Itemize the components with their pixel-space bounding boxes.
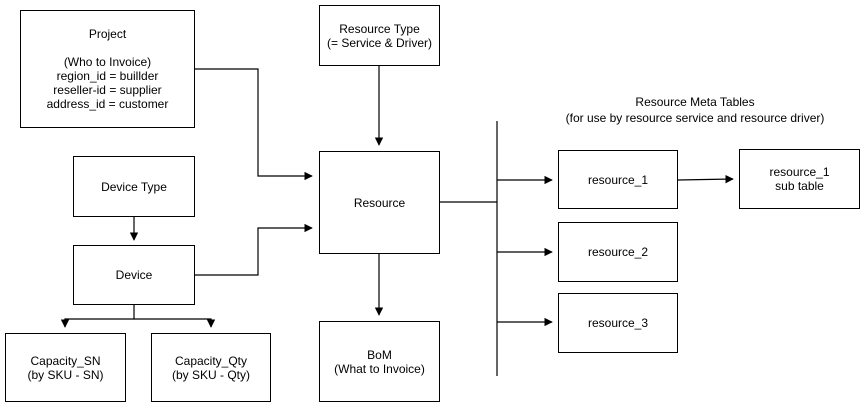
resource-1-box-label: resource_1 [587,172,649,187]
resource-1-sub-table-box-subtitle: sub table [775,179,824,193]
project-box-label: Project [88,27,127,41]
capacity-sn-box[interactable]: Capacity_SN (by SKU - SN) [5,333,126,402]
resource-2-box-label: resource_2 [587,245,649,259]
meta-tables-subtitle: (for use by resource service and resourc… [565,111,825,125]
resource-1-sub-table-box[interactable]: resource_1 sub table [739,149,860,209]
edge-device-to-resource [195,223,313,276]
edge-device-to-capacity-qty [134,318,216,328]
device-box[interactable]: Device [73,245,195,305]
resource-2-box[interactable]: resource_2 [558,222,678,282]
capacity-qty-box-label: Capacity_Qty [174,353,248,368]
resource-1-sub-table-box-label: resource_1 [769,165,830,179]
edge-device-to-capacity-sn [60,305,135,328]
resource-type-box-label: Resource Type [339,21,420,36]
edge-resource-1-to-sub-table [677,174,734,184]
project-box-reseller-line: reseller-id = supplier [53,83,162,97]
capacity-sn-box-subtitle: (by SKU - SN) [27,367,104,382]
meta-tables-title: Resource Meta Tables [635,95,755,109]
project-box[interactable]: Project (Who to Invoice) region_id = bui… [20,10,195,128]
project-box-subtitle: (Who to Invoice) [63,55,152,69]
bom-box-subtitle: (What to Invoice) [334,361,425,376]
edge-project-to-resource [195,68,313,181]
device-type-box[interactable]: Device Type [73,156,195,217]
project-box-address-line: address_id = customer [46,97,169,111]
bom-box[interactable]: BoM (What to Invoice) [319,321,440,402]
resource-type-box[interactable]: Resource Type (= Service & Driver) [319,5,440,66]
resource-3-box[interactable]: resource_3 [558,293,678,353]
resource-box-label: Resource [353,195,406,210]
resource-3-box-label: resource_3 [587,316,649,330]
capacity-qty-box[interactable]: Capacity_Qty (by SKU - Qty) [151,333,271,402]
capacity-qty-box-subtitle: (by SKU - Qty) [171,367,250,382]
resource-type-box-subtitle: (= Service & Driver) [326,35,433,50]
resource-box[interactable]: Resource [319,151,440,254]
device-box-label: Device [115,268,153,282]
bom-box-label: BoM [367,347,392,362]
device-type-box-label: Device Type [101,179,167,194]
project-box-region-line: region_id = buillder [56,69,159,83]
resource-1-box[interactable]: resource_1 [558,150,678,209]
capacity-sn-box-label: Capacity_SN [30,353,101,368]
